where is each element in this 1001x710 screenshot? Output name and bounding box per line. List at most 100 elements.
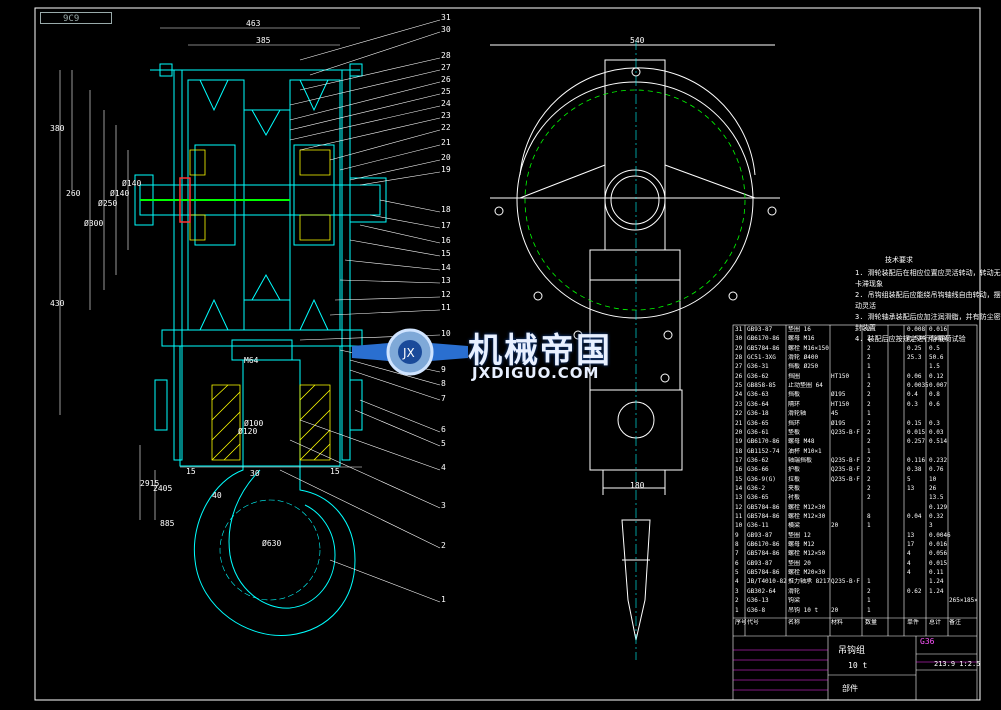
bom-cell-qty: 2: [867, 428, 871, 436]
bom-cell-name: 滑轮: [788, 587, 801, 595]
bom-cell-qty: 1: [867, 363, 871, 371]
bom-cell-code: GB93-87: [747, 559, 773, 567]
bom-cell-t: 0.6: [929, 400, 940, 408]
bom-cell-qty: 2: [867, 382, 871, 390]
bom-cell-name: 垫圈 20: [788, 559, 811, 567]
bom-cell-qty: 2: [867, 326, 871, 333]
bom-cell-code: GB5784-86: [747, 550, 780, 558]
dim-380: 380: [50, 124, 65, 133]
bom-cell-qty: 2: [867, 354, 871, 362]
bom-cell-t: 50.6: [929, 354, 944, 362]
bom-cell-t: 0.129: [929, 503, 948, 511]
callout-2: 2: [441, 541, 446, 550]
bom-cell-code: GB5784-86: [747, 503, 780, 511]
bom-header-code: 代号: [747, 619, 760, 626]
bom-cell-t: 0.514: [929, 438, 948, 446]
bom-cell-t: 1.24: [929, 578, 944, 586]
bom-cell-qty: 1: [867, 410, 871, 418]
callout-22: 22: [441, 123, 451, 132]
bom-cell-qty: 1: [867, 447, 871, 455]
bom-cell-code: G36-65: [747, 419, 769, 427]
bom-cell-name: 轴端挡板: [788, 456, 813, 464]
bom-cell-qty: 2: [867, 475, 871, 483]
bom-cell-no: 23: [735, 400, 743, 408]
bom-cell-name: 螺栓 M12×30: [788, 503, 826, 511]
bom-cell-w: 0.62: [907, 587, 922, 595]
bom-cell-w: 0.15: [907, 419, 922, 427]
dim-180: 180: [630, 481, 645, 490]
bom-cell-name: 钩梁: [788, 597, 801, 605]
bom-cell-no: 20: [735, 428, 743, 436]
bom-cell-t: 0.015: [929, 559, 948, 567]
callout-31: 31: [441, 13, 451, 22]
pulley-center: [243, 109, 291, 301]
callout-30: 30: [441, 25, 451, 34]
dim-m64: M64: [244, 356, 259, 365]
bom-cell-no: 5: [735, 569, 739, 577]
dim-463: 463: [246, 19, 261, 28]
bom-cell-w: 0.3: [907, 400, 918, 408]
bom-cell-no: 15: [735, 475, 743, 483]
bom-cell-mat: Ø195: [831, 419, 846, 427]
bom-cell-name: 夹板: [788, 484, 801, 492]
bom-cell-w: 0.25: [907, 344, 922, 352]
bom-header-note: 备注: [949, 619, 962, 626]
title-drawing-no: G36: [920, 637, 935, 646]
bom-header-no: 序号: [735, 619, 746, 626]
notes-title: 技术要求: [885, 256, 913, 264]
bom-cell-t: 1.24: [929, 587, 944, 595]
nut-red: [179, 177, 191, 223]
title-part-name: 吊钩组: [838, 646, 866, 656]
bom-cell-qty: 2: [867, 456, 871, 464]
bom-cell-name: 垫板: [788, 428, 801, 436]
bom-header-w: 单件: [907, 619, 920, 626]
bom-cell-t: 0.5: [929, 344, 940, 352]
callout-25: 25: [441, 87, 451, 96]
bom-cell-w: 17: [907, 541, 915, 549]
title-org: 部件: [842, 684, 858, 693]
callout-5: 5: [441, 439, 446, 448]
bom-cell-w: 0.116: [907, 456, 926, 464]
bom-cell-t: 0.12: [929, 372, 944, 380]
bom-cell-code: GB93-87: [747, 531, 773, 539]
bom-cell-code: G36-13: [747, 597, 769, 605]
bom-cell-code: G36-9(G): [747, 475, 776, 483]
bom-cell-code: GB6170-86: [747, 438, 780, 446]
bom-cell-name: 衬板: [788, 494, 801, 502]
bom-cell-no: 19: [735, 438, 743, 446]
hatched-sections: [189, 149, 331, 461]
bom-cell-mat: 20: [831, 522, 839, 530]
bom-cell-t: 0.32: [929, 513, 944, 520]
bom-cell-w: 0.04: [907, 513, 922, 520]
left-section-view: [134, 63, 387, 637]
bom-cell-no: 21: [735, 419, 743, 427]
bom-cell-mat: Q235-B·F: [831, 456, 860, 464]
bom-cell-mat: Ø195: [831, 391, 846, 399]
right-side-view: [490, 44, 780, 641]
bom-cell-t: 0.232: [929, 456, 948, 464]
bom-cell-mat: HT150: [831, 400, 850, 408]
bom-cell-qty: 1: [867, 522, 871, 530]
bom-cell-code: GB302-64: [747, 587, 776, 595]
dim-40: 40: [212, 491, 222, 500]
dim-30: 30: [250, 469, 260, 478]
bom-cell-no: 31: [735, 326, 743, 333]
bom-cell-name: 滑轮 Ø400: [788, 354, 819, 362]
bom-cell-t: 0.007: [929, 382, 948, 390]
bom-cell-no: 12: [735, 503, 743, 511]
bom-cell-code: G36-2: [747, 484, 766, 492]
bom-cell-no: 16: [735, 466, 743, 474]
bom-cell-name: 隔环: [788, 400, 801, 408]
bom-cell-name: 滑轮轴: [788, 410, 807, 418]
bom-cell-w: 5: [907, 475, 911, 483]
bom-cell-mat: Q235-B·F: [831, 428, 860, 436]
title-block-magenta: [733, 649, 977, 691]
